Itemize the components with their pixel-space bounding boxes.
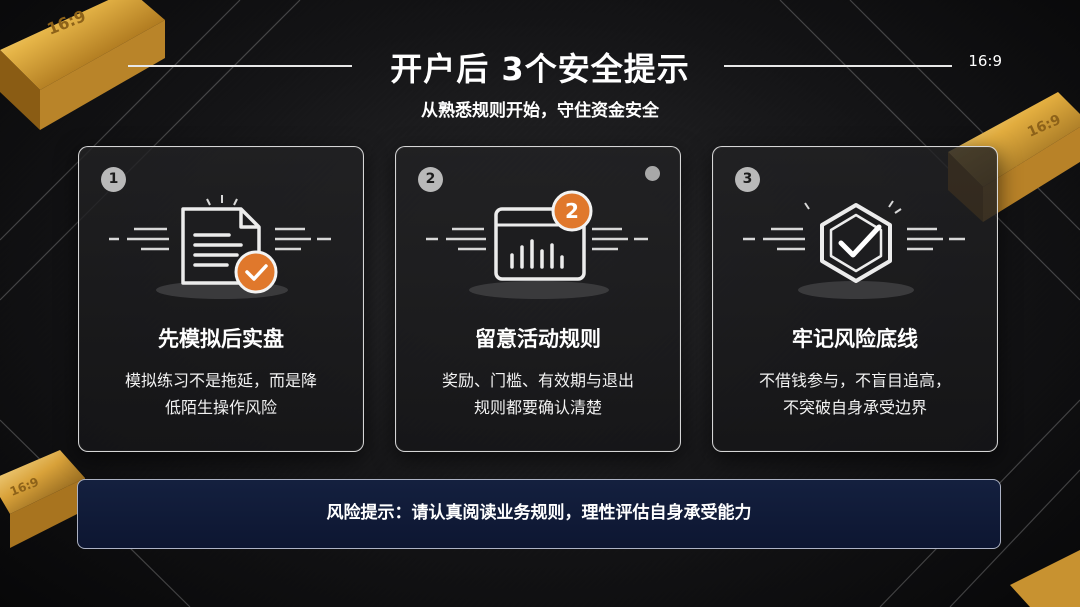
document-check-icon bbox=[109, 195, 331, 299]
card-description-line: 低陌生操作风险 bbox=[164, 398, 277, 417]
card-description-line: 模拟练习不是拖延，而是降 bbox=[124, 371, 317, 390]
card-number-badge: 1 bbox=[101, 167, 126, 192]
card-description-line: 不借钱参与，不盲目追高， bbox=[758, 371, 951, 390]
chart-window-icon: 2 bbox=[426, 190, 648, 299]
card-title: 先模拟后实盘 bbox=[158, 327, 284, 351]
card-title: 牢记风险底线 bbox=[792, 327, 918, 351]
header-rule-right bbox=[724, 65, 952, 67]
risk-notice-banner: 风险提示：请认真阅读业务规则，理性评估自身承受能力 bbox=[77, 479, 1001, 549]
card-number-badge: 3 bbox=[735, 167, 760, 192]
tip-card-3: 3 牢记风险底线 不借钱参与，不盲目追高， 不突破自身承受边界 bbox=[712, 146, 998, 452]
card-description: 奖励、门槛、有效期与退出 规则都要确认清楚 bbox=[414, 367, 662, 421]
page-subtitle: 从熟悉规则开始，守住资金安全 bbox=[421, 101, 659, 121]
gold-bar-bottom-right bbox=[1010, 550, 1080, 607]
gold-bar-top-left: 16:9 bbox=[0, 0, 165, 130]
card-description: 模拟练习不是拖延，而是降 低陌生操作风险 bbox=[97, 367, 345, 421]
page-title: 开户后 3个安全提示 bbox=[390, 50, 690, 88]
card-description-line: 奖励、门槛、有效期与退出 bbox=[441, 371, 634, 390]
notification-badge: 2 bbox=[565, 199, 579, 223]
tip-card-2: 2 2 留意活动规则 奖励、门槛、有效期与退出 规则都要确认清楚 bbox=[395, 146, 681, 452]
shield-check-icon bbox=[743, 200, 965, 299]
header-rule-left bbox=[128, 65, 352, 67]
card-number-badge: 2 bbox=[418, 167, 443, 192]
gold-bar-bottom-left: 16:9 bbox=[0, 450, 85, 548]
card-description: 不借钱参与，不盲目追高， 不突破自身承受边界 bbox=[731, 367, 979, 421]
card-title: 留意活动规则 bbox=[475, 327, 601, 351]
tip-card-1: 1 先模拟后实盘 模拟练习不是拖延，而是降 低陌生操作风险 bbox=[78, 146, 364, 452]
card-description-line: 不突破自身承受边界 bbox=[782, 398, 927, 417]
ratio-tag: 16:9 bbox=[968, 52, 1002, 70]
card-description-line: 规则都要确认清楚 bbox=[473, 398, 602, 417]
card-indicator-dot bbox=[645, 166, 660, 181]
